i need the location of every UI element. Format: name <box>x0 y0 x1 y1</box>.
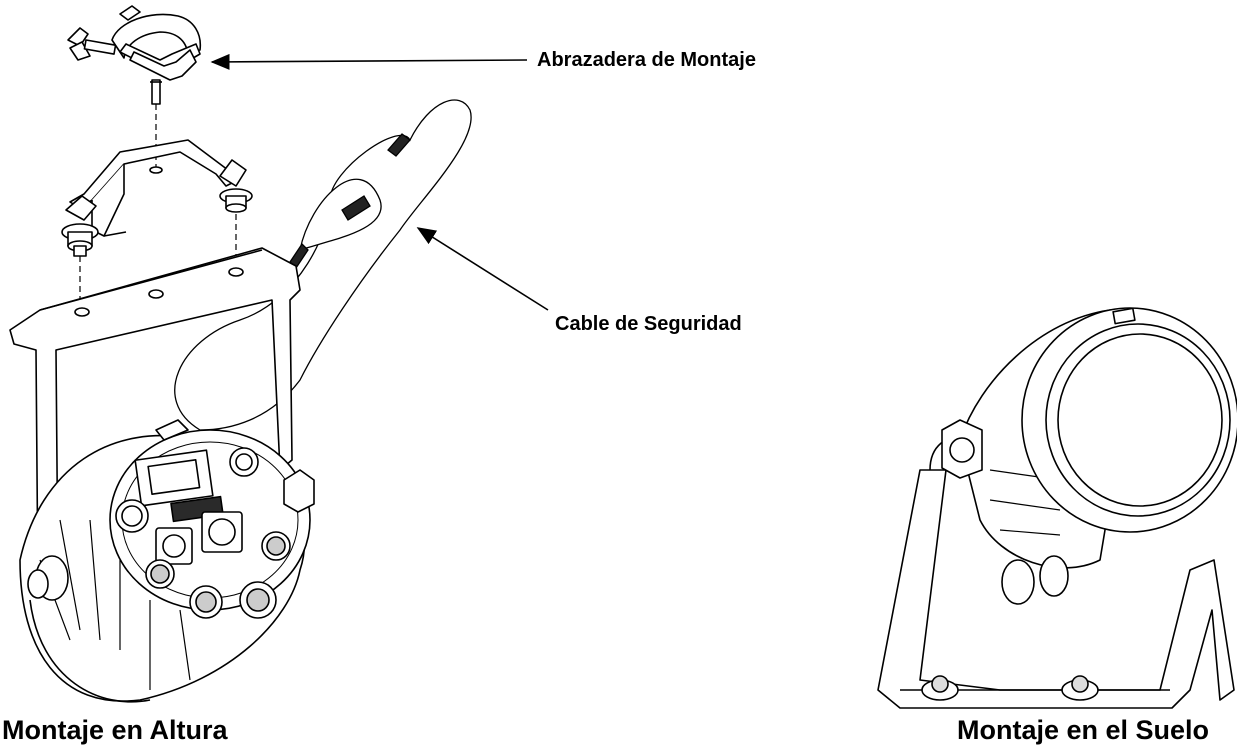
safety-cable-icon <box>174 99 472 431</box>
overhead-mounting-caption: Montaje en Altura <box>2 715 228 745</box>
mounting-clamp-icon <box>67 5 202 105</box>
omega-bracket-icon <box>61 139 253 257</box>
clamp-label-arrow <box>210 53 528 70</box>
par-fixture-floor-icon <box>877 307 1237 709</box>
cable-label-arrow <box>416 227 549 311</box>
floor-mounting-caption: Montaje en el Suelo <box>957 715 1210 745</box>
mounting-clamp-label: Abrazadera de Montaje <box>537 49 756 71</box>
safety-cable-label: Cable de Seguridad <box>555 313 742 335</box>
par-fixture-hanging-icon <box>9 247 315 703</box>
